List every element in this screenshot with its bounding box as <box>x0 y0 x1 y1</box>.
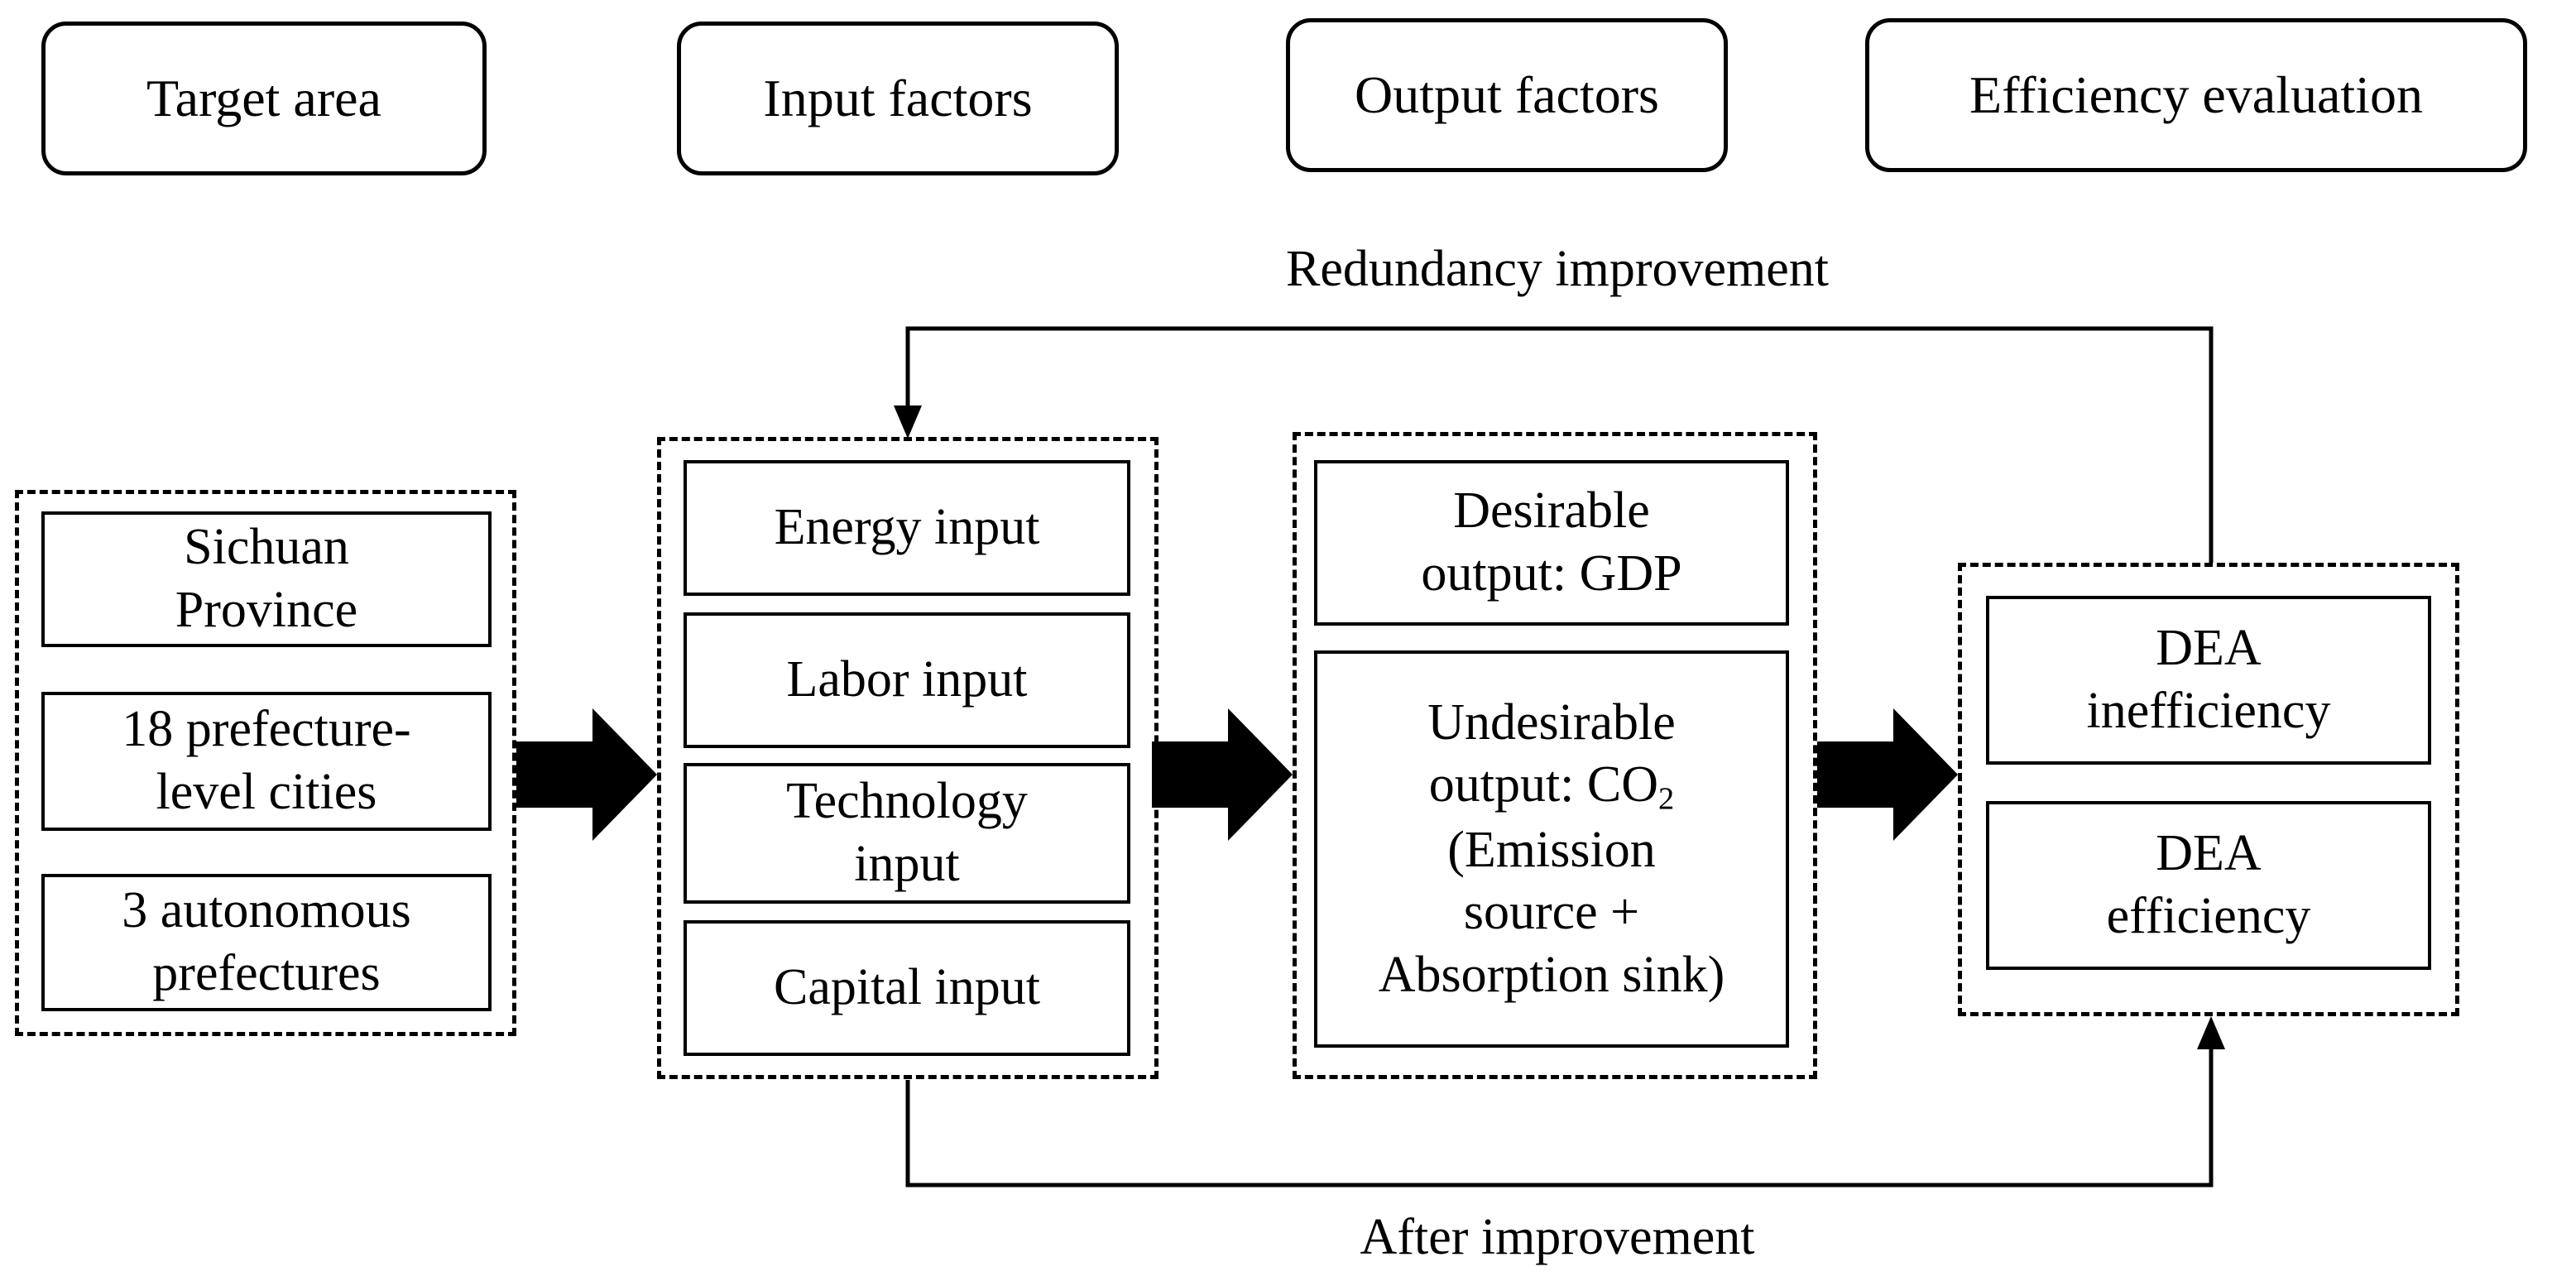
header-input-factors-text: Input factors <box>763 69 1033 127</box>
capital-input-text: Capital input <box>773 959 1041 1016</box>
redundancy-arrowhead <box>894 405 922 439</box>
header-efficiency-evaluation-text: Efficiency evaluation <box>1969 65 2423 124</box>
redundancy-improvement-label: Redundancy improvement <box>1286 241 1829 297</box>
energy-input-text: Energy input <box>774 499 1040 556</box>
redundancy-connector <box>905 326 2214 563</box>
sichuan-line2: Province <box>175 582 358 638</box>
undesirable-line2-prefix: output: CO <box>1428 756 1659 813</box>
inefficiency-line1: DEA <box>2156 620 2262 677</box>
target-area-group <box>15 490 516 1036</box>
efficiency-evaluation-group <box>1958 563 2459 1016</box>
co2-subscript: 2 <box>1658 781 1675 817</box>
block-arrow-input-to-output <box>1152 708 1293 841</box>
labor-input-text: Labor input <box>786 651 1028 708</box>
input-factors-group <box>657 437 1158 1079</box>
autonomous-line2: prefectures <box>152 945 381 1001</box>
desirable-output-box: Desirable output: GDP <box>1314 460 1789 626</box>
autonomous-prefectures-box: 3 autonomous prefectures <box>41 874 492 1011</box>
after-improvement-label: After improvement <box>1360 1209 1755 1265</box>
undesirable-line1: Undesirable <box>1427 693 1676 751</box>
energy-input-box: Energy input <box>684 460 1130 596</box>
output-factors-group <box>1293 432 1817 1079</box>
dea-inefficiency-box: DEA inefficiency <box>1986 596 2431 765</box>
header-target-area-text: Target area <box>146 69 381 127</box>
efficiency-line2: efficiency <box>2106 888 2311 944</box>
header-output-factors-text: Output factors <box>1355 65 1659 124</box>
after-improvement-connector <box>905 1039 2214 1188</box>
efficiency-line1: DEA <box>2156 825 2262 882</box>
undesirable-output-box: Undesirable output: CO2 (Emission source… <box>1314 650 1789 1048</box>
desirable-line1: Desirable <box>1453 482 1650 540</box>
sichuan-line1: Sichuan <box>184 519 349 576</box>
header-target-area: Target area <box>41 22 487 175</box>
undesirable-line3: (Emission <box>1447 821 1656 878</box>
prefecture-cities-box: 18 prefecture- level cities <box>41 692 492 831</box>
technology-input-box: Technology input <box>684 763 1130 904</box>
autonomous-line1: 3 autonomous <box>122 882 411 939</box>
dea-efficiency-box: DEA efficiency <box>1986 801 2431 970</box>
technology-line1: Technology <box>786 773 1028 830</box>
capital-input-box: Capital input <box>684 920 1130 1056</box>
inefficiency-line2: inefficiency <box>2086 683 2331 739</box>
cities-line1: 18 prefecture- <box>122 701 411 758</box>
technology-line2: input <box>854 836 960 892</box>
after-improvement-arrowhead <box>2197 1016 2225 1049</box>
block-arrow-output-to-evaluation <box>1817 708 1958 841</box>
header-input-factors: Input factors <box>677 22 1119 175</box>
block-arrow-target-to-input <box>516 708 657 841</box>
undesirable-line4: source + <box>1463 884 1640 941</box>
sichuan-province-box: Sichuan Province <box>41 511 492 647</box>
desirable-line2: output: GDP <box>1421 545 1682 602</box>
undesirable-line2: output: CO2 <box>1379 754 1725 819</box>
labor-input-box: Labor input <box>684 612 1130 748</box>
cities-line2: level cities <box>156 764 377 820</box>
header-efficiency-evaluation: Efficiency evaluation <box>1865 18 2527 172</box>
header-output-factors: Output factors <box>1286 18 1728 172</box>
undesirable-line5: Absorption sink) <box>1378 946 1725 1003</box>
